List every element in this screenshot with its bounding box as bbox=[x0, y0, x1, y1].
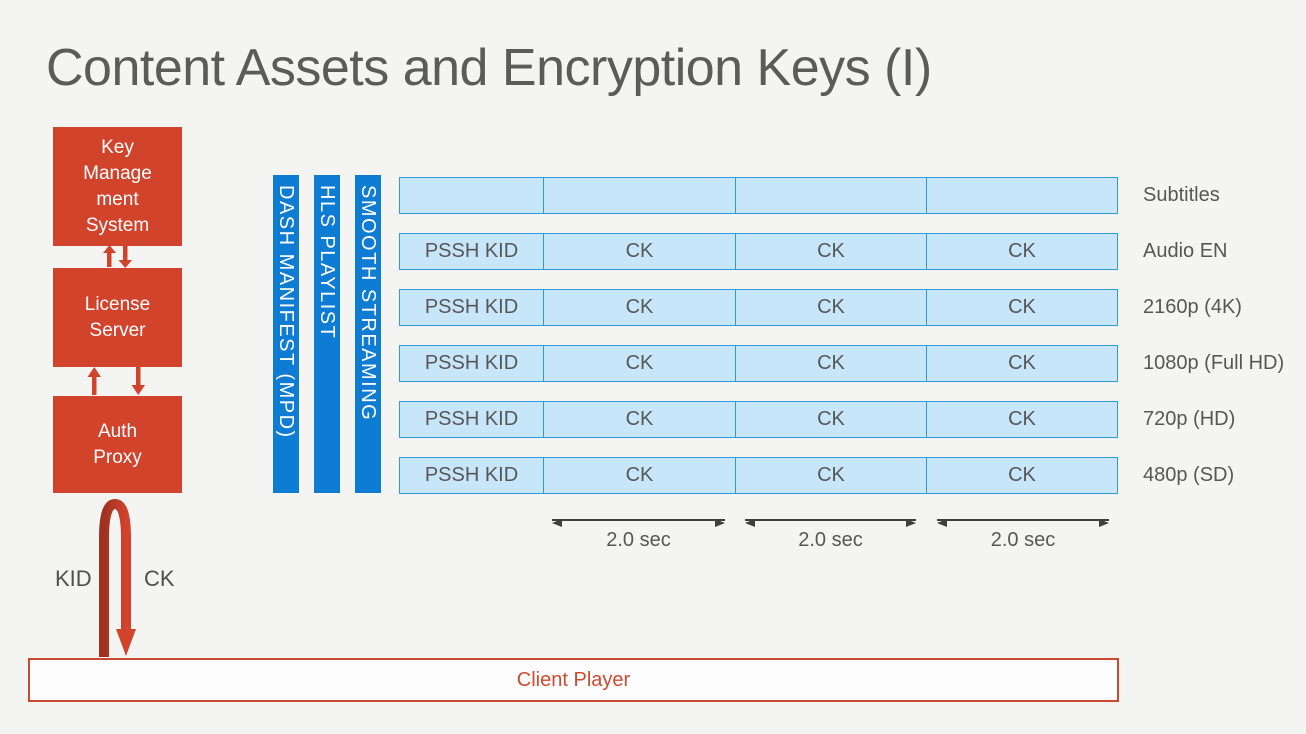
kid-label: KID bbox=[55, 566, 92, 591]
license-auth-arrow-pair bbox=[87, 367, 145, 395]
asset-cell: CK bbox=[543, 234, 735, 269]
asset-row bbox=[399, 177, 1118, 214]
track-label: Subtitles bbox=[1143, 184, 1220, 206]
license-auth-up-arrowhead bbox=[87, 367, 101, 377]
asset-cell: CK bbox=[543, 290, 735, 325]
license-server-box: License Server bbox=[53, 268, 182, 367]
asset-cell: CK bbox=[735, 234, 926, 269]
ck-down-arrowhead bbox=[116, 629, 136, 656]
segment-duration-label: 2.0 sec bbox=[606, 529, 671, 551]
asset-cell: CK bbox=[926, 458, 1117, 493]
right-arrowhead-icon bbox=[715, 518, 725, 527]
asset-cell: PSSH KID bbox=[424, 408, 519, 430]
asset-cell: PSSH KID bbox=[424, 352, 519, 374]
auth-proxy-box: Auth Proxy bbox=[53, 396, 182, 493]
segment-duration-arrow: 2.0 sec bbox=[929, 516, 1117, 562]
asset-cell: CK bbox=[735, 290, 926, 325]
left-arrowhead-icon bbox=[937, 518, 947, 527]
hls-playlist-bar: HLS PLAYLIST bbox=[314, 175, 340, 493]
duration-arrow-line bbox=[552, 518, 725, 527]
kms-license-up-arrowhead bbox=[103, 245, 116, 253]
license-auth-down-arrow bbox=[136, 367, 141, 386]
asset-cell: CK bbox=[926, 290, 1117, 325]
smooth-streaming-bar-label: SMOOTH STREAMING bbox=[357, 185, 379, 422]
auth-proxy-label: Auth Proxy bbox=[93, 420, 142, 468]
key-management-system-box: Key Manage ment System bbox=[53, 127, 182, 246]
hls-playlist-bar-label: HLS PLAYLIST bbox=[316, 185, 338, 340]
asset-cell bbox=[926, 178, 1117, 213]
dash-manifest-bar: DASH MANIFEST (MPD) bbox=[273, 175, 299, 493]
asset-cell: CK bbox=[735, 402, 926, 437]
kms-license-down-arrow bbox=[123, 246, 128, 261]
kid-ck-arc bbox=[99, 498, 131, 657]
kms-license-arrow-pair bbox=[103, 245, 132, 268]
license-auth-down-arrowhead bbox=[131, 385, 145, 395]
ck-label: CK bbox=[144, 566, 175, 591]
segment-duration-label: 2.0 sec bbox=[990, 529, 1056, 551]
kms-license-up-arrow bbox=[107, 252, 112, 267]
segment-duration-label: 2.0 sec bbox=[798, 529, 863, 551]
left-arrowhead-icon bbox=[745, 518, 755, 527]
license-server-label: License Server bbox=[84, 293, 151, 341]
asset-cell: CK bbox=[926, 402, 1117, 437]
asset-cell: PSSH KID bbox=[424, 240, 519, 262]
asset-cell: PSSH KID bbox=[424, 296, 519, 318]
asset-cell: CK bbox=[543, 458, 735, 493]
segment-duration-arrow: 2.0 sec bbox=[737, 516, 924, 562]
client-player-label: Client Player bbox=[516, 668, 631, 691]
smooth-streaming-bar: SMOOTH STREAMING bbox=[355, 175, 381, 493]
segment-duration-arrow: 2.0 sec bbox=[544, 516, 733, 562]
asset-cell: PSSH KID bbox=[424, 464, 519, 486]
track-label: 720p (HD) bbox=[1143, 408, 1236, 430]
asset-cell bbox=[400, 178, 543, 213]
duration-arrow-line bbox=[937, 518, 1109, 527]
dash-manifest-bar-label: DASH MANIFEST (MPD) bbox=[275, 185, 297, 439]
track-label: 2160p (4K) bbox=[1143, 296, 1242, 318]
track-label: 480p (SD) bbox=[1143, 464, 1235, 486]
slide-title: Content Assets and Encryption Keys (I) bbox=[46, 39, 932, 97]
asset-cell: CK bbox=[735, 458, 926, 493]
key-management-system-label: Key Manage ment System bbox=[83, 136, 152, 236]
license-auth-up-arrow bbox=[92, 376, 97, 395]
right-arrowhead-icon bbox=[1099, 518, 1109, 527]
asset-cell: CK bbox=[735, 346, 926, 381]
right-arrowhead-icon bbox=[906, 518, 916, 527]
kms-license-down-arrowhead bbox=[118, 260, 132, 268]
duration-arrow-line bbox=[745, 518, 916, 527]
client-player-box: Client Player bbox=[28, 658, 1119, 702]
left-arrowhead-icon bbox=[552, 518, 562, 527]
asset-cell: CK bbox=[543, 346, 735, 381]
asset-cell: CK bbox=[543, 402, 735, 437]
kid-ck-roundtrip-arrow bbox=[99, 498, 136, 657]
track-label: 1080p (Full HD) bbox=[1143, 352, 1285, 374]
asset-cell bbox=[543, 178, 735, 213]
track-label: Audio EN bbox=[1143, 240, 1228, 262]
asset-cell bbox=[735, 178, 926, 213]
asset-cell: CK bbox=[926, 346, 1117, 381]
asset-cell: CK bbox=[926, 234, 1117, 269]
